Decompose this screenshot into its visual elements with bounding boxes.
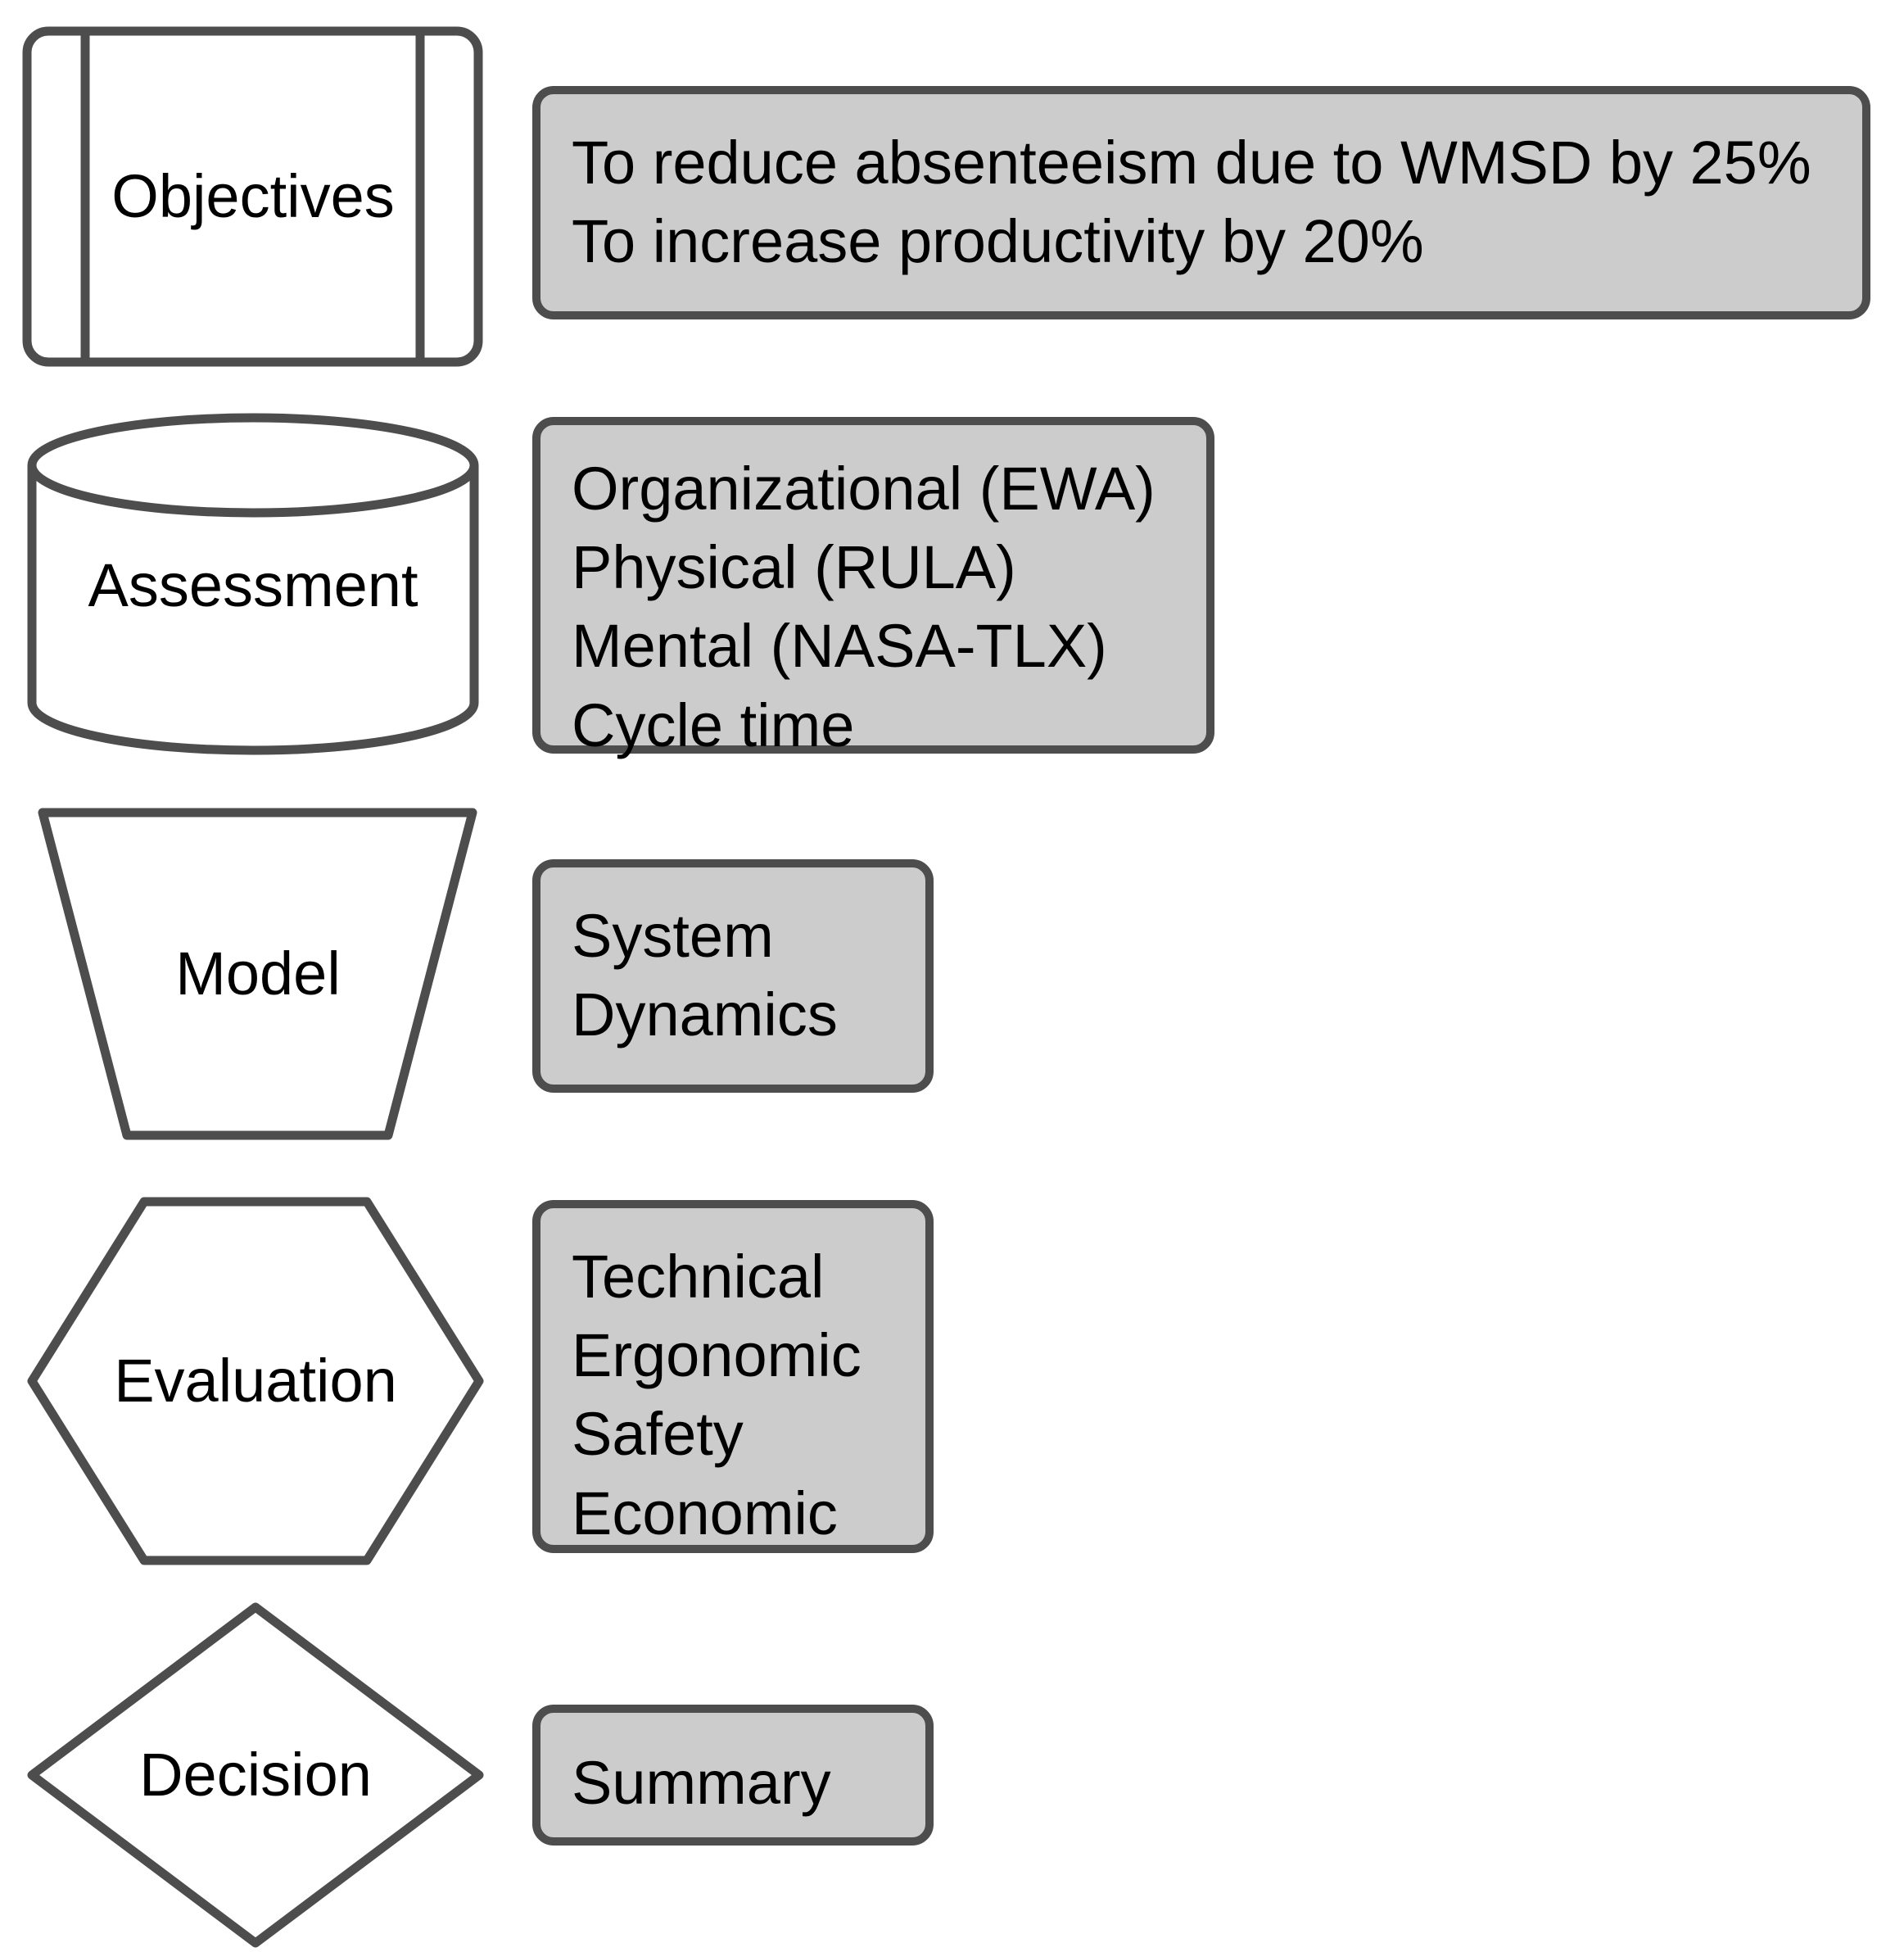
note-line: Technical <box>572 1243 825 1311</box>
note-line: Cycle time <box>572 691 855 759</box>
objectives-note-box: To reduce absenteeism due to WMSD by 25%… <box>532 86 1870 319</box>
evaluation-shape-label: Evaluation <box>114 1347 397 1415</box>
note-line: Economic <box>572 1479 838 1547</box>
note-line: Organizational (EWA) <box>572 455 1156 523</box>
note-line: Dynamics <box>572 981 838 1049</box>
objectives-shape-label: Objectives <box>111 162 395 231</box>
note-line: System <box>572 902 774 970</box>
note-line: Safety <box>572 1400 744 1469</box>
model-shape-label: Model <box>175 940 341 1008</box>
decision-note-box: Summary <box>532 1705 934 1846</box>
model-note-box: System Dynamics <box>532 859 934 1093</box>
assessment-note-box: Organizational (EWA) Physical (RULA) Men… <box>532 417 1214 759</box>
note-line: Ergonomic <box>572 1321 862 1390</box>
decision-shape-label: Decision <box>139 1741 372 1809</box>
evaluation-note-box: Technical Ergonomic Safety Economic <box>532 1200 934 1553</box>
note-line: Mental (NASA-TLX) <box>572 612 1107 681</box>
assessment-shape-label: Assessment <box>88 551 418 620</box>
note-line: To reduce absenteeism due to WMSD by 25% <box>572 129 1811 197</box>
note-line: Physical (RULA) <box>572 533 1016 602</box>
note-line: Summary <box>572 1749 831 1817</box>
note-line: To increase productivity by 20% <box>572 207 1424 276</box>
